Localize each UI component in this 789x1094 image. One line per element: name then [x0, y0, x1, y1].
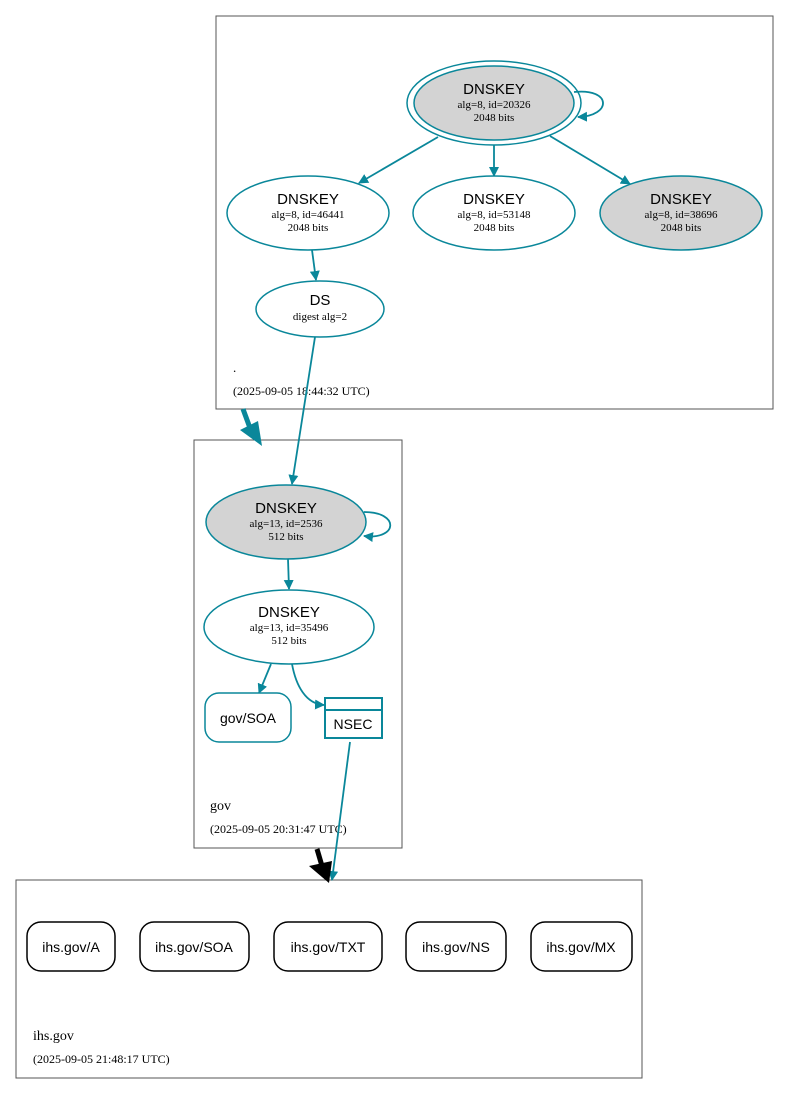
- node-ihs-soa-label: ihs.gov/SOA: [155, 939, 233, 955]
- edge-root-ksk-zsk1: [358, 136, 439, 184]
- zone-root: . (2025-09-05 18:44:32 UTC): [215, 15, 774, 410]
- zone-ihs-timestamp: (2025-09-05 21:48:17 UTC): [33, 1052, 170, 1066]
- node-root-zsk2-line1: alg=8, id=53148: [458, 209, 531, 221]
- edge-gov-zsk-soa: [257, 663, 272, 694]
- node-root-zsk3-line1: alg=8, id=38696: [645, 209, 718, 221]
- edges: [257, 90, 631, 881]
- node-gov-nsec[interactable]: NSEC: [324, 697, 383, 739]
- edge-nsec-ihs: [328, 741, 351, 881]
- node-ihs-a[interactable]: ihs.gov/A: [26, 921, 116, 972]
- node-gov-zsk[interactable]: DNSKEY alg=13, id=35496 512 bits: [203, 589, 375, 665]
- zone-ihs-name: ihs.gov: [33, 1029, 74, 1044]
- node-root-zsk1-line1: alg=8, id=46441: [272, 209, 345, 221]
- node-gov-soa[interactable]: gov/SOA: [204, 692, 292, 743]
- node-gov-zsk-line2: 512 bits: [271, 635, 306, 647]
- edge-root-zsk1-ds: [309, 249, 320, 281]
- node-root-ds-title: DS: [310, 292, 331, 309]
- node-ihs-mx[interactable]: ihs.gov/MX: [530, 921, 633, 972]
- node-root-zsk3-line2: 2048 bits: [661, 222, 702, 234]
- node-root-ksk-title: DNSKEY: [463, 81, 525, 98]
- node-root-ksk[interactable]: DNSKEY alg=8, id=20326 2048 bits: [406, 60, 582, 146]
- delegation-gov-ihs: [309, 848, 332, 883]
- node-root-zsk3-title: DNSKEY: [650, 191, 712, 208]
- node-root-zsk-38696[interactable]: DNSKEY alg=8, id=38696 2048 bits: [599, 175, 763, 251]
- zone-gov-timestamp: (2025-09-05 20:31:47 UTC): [210, 822, 347, 836]
- node-root-zsk1-title: DNSKEY: [277, 191, 339, 208]
- delegation-root-gov: [240, 408, 262, 446]
- node-gov-nsec-label: NSEC: [334, 716, 373, 732]
- edge-ds-gov-ksk: [288, 336, 316, 485]
- node-ihs-soa[interactable]: ihs.gov/SOA: [139, 921, 250, 972]
- node-gov-soa-label: gov/SOA: [220, 710, 277, 726]
- edge-gov-ksk-self: [363, 511, 392, 543]
- node-root-zsk2-line2: 2048 bits: [474, 222, 515, 234]
- zone-root-timestamp: (2025-09-05 18:44:32 UTC): [233, 384, 370, 398]
- node-root-ds-line1: digest alg=2: [293, 311, 347, 323]
- edge-gov-ksk-zsk: [283, 558, 294, 590]
- node-ihs-ns[interactable]: ihs.gov/NS: [405, 921, 507, 972]
- node-root-zsk-46441[interactable]: DNSKEY alg=8, id=46441 2048 bits: [226, 175, 390, 251]
- node-gov-ksk[interactable]: DNSKEY alg=13, id=2536 512 bits: [205, 484, 367, 560]
- node-gov-ksk-line2: 512 bits: [268, 531, 303, 543]
- zone-gov-name: gov: [210, 799, 231, 814]
- node-ihs-ns-label: ihs.gov/NS: [422, 939, 490, 955]
- node-root-zsk-53148[interactable]: DNSKEY alg=8, id=53148 2048 bits: [412, 175, 576, 251]
- node-root-ksk-line2: 2048 bits: [474, 112, 515, 124]
- node-ihs-txt-label: ihs.gov/TXT: [291, 939, 366, 955]
- node-ihs-mx-label: ihs.gov/MX: [546, 939, 616, 955]
- node-gov-ksk-title: DNSKEY: [255, 500, 317, 517]
- zone-ihs-gov: ihs.gov (2025-09-05 21:48:17 UTC): [15, 879, 643, 1079]
- node-gov-zsk-title: DNSKEY: [258, 604, 320, 621]
- node-ihs-a-label: ihs.gov/A: [42, 939, 100, 955]
- node-root-zsk2-title: DNSKEY: [463, 191, 525, 208]
- edge-root-ksk-zsk3: [549, 135, 631, 185]
- edge-gov-zsk-nsec: [291, 663, 325, 710]
- node-root-zsk1-line2: 2048 bits: [288, 222, 329, 234]
- edge-root-ksk-self: [573, 90, 604, 122]
- node-ihs-txt[interactable]: ihs.gov/TXT: [273, 921, 383, 972]
- zone-root-name: .: [233, 360, 236, 375]
- node-gov-zsk-line1: alg=13, id=35496: [250, 622, 329, 634]
- node-root-ds[interactable]: DS digest alg=2: [255, 280, 385, 338]
- node-gov-ksk-line1: alg=13, id=2536: [250, 518, 323, 530]
- node-root-ksk-line1: alg=8, id=20326: [458, 99, 531, 111]
